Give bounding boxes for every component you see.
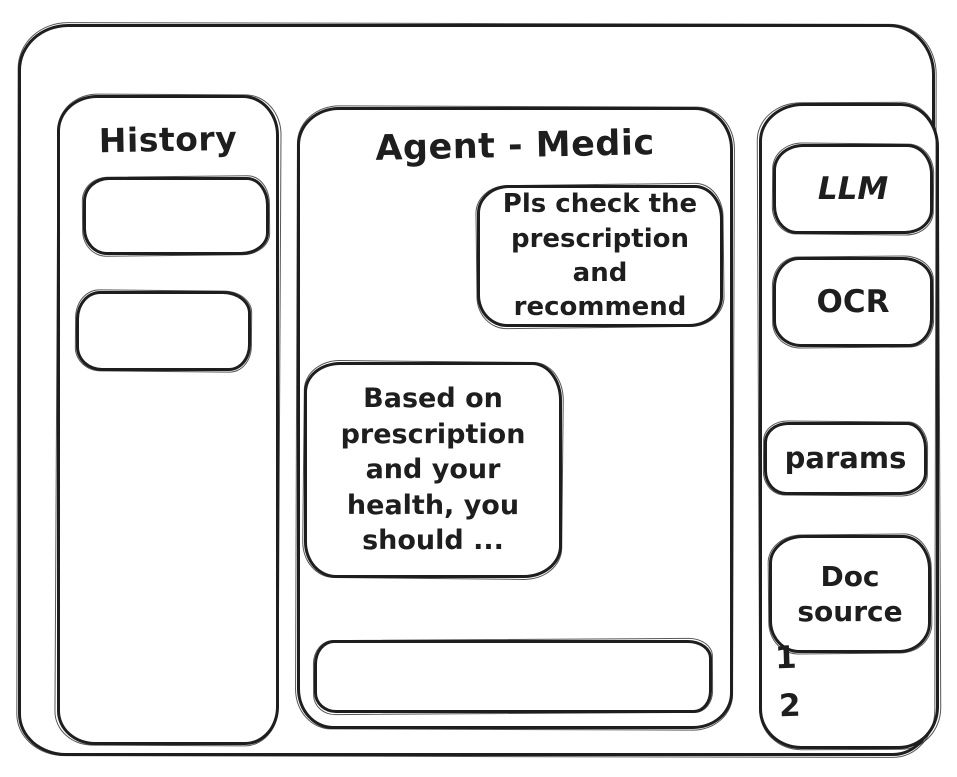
- message-input-box: [314, 640, 712, 713]
- doc-source-item: 1: [774, 639, 798, 677]
- history-panel: History: [57, 95, 279, 745]
- assistant-message-text: Based on prescription and your health, y…: [340, 382, 526, 557]
- user-message-bubble: Pls check the prescription and recommend: [477, 185, 723, 327]
- doc-source-item: 2: [778, 687, 802, 725]
- message-input[interactable]: [317, 643, 709, 710]
- doc-source-button[interactable]: Doc source: [769, 535, 931, 653]
- app-frame: History Agent - Medic Pls check the pres…: [18, 24, 939, 756]
- llm-button[interactable]: LLM: [773, 144, 933, 234]
- history-item[interactable]: [76, 291, 251, 371]
- history-item[interactable]: [83, 177, 269, 255]
- chat-panel: Agent - Medic Pls check the prescription…: [297, 107, 733, 729]
- ocr-button[interactable]: OCR: [773, 257, 933, 347]
- params-button[interactable]: params: [764, 422, 927, 495]
- history-title: History: [98, 118, 238, 161]
- user-message-text: Pls check the prescription and recommend: [502, 189, 698, 323]
- chat-title: Agent - Medic: [374, 123, 656, 169]
- tools-panel: LLM OCR params Doc source 1 2: [759, 103, 939, 749]
- assistant-message-bubble: Based on prescription and your health, y…: [304, 362, 562, 578]
